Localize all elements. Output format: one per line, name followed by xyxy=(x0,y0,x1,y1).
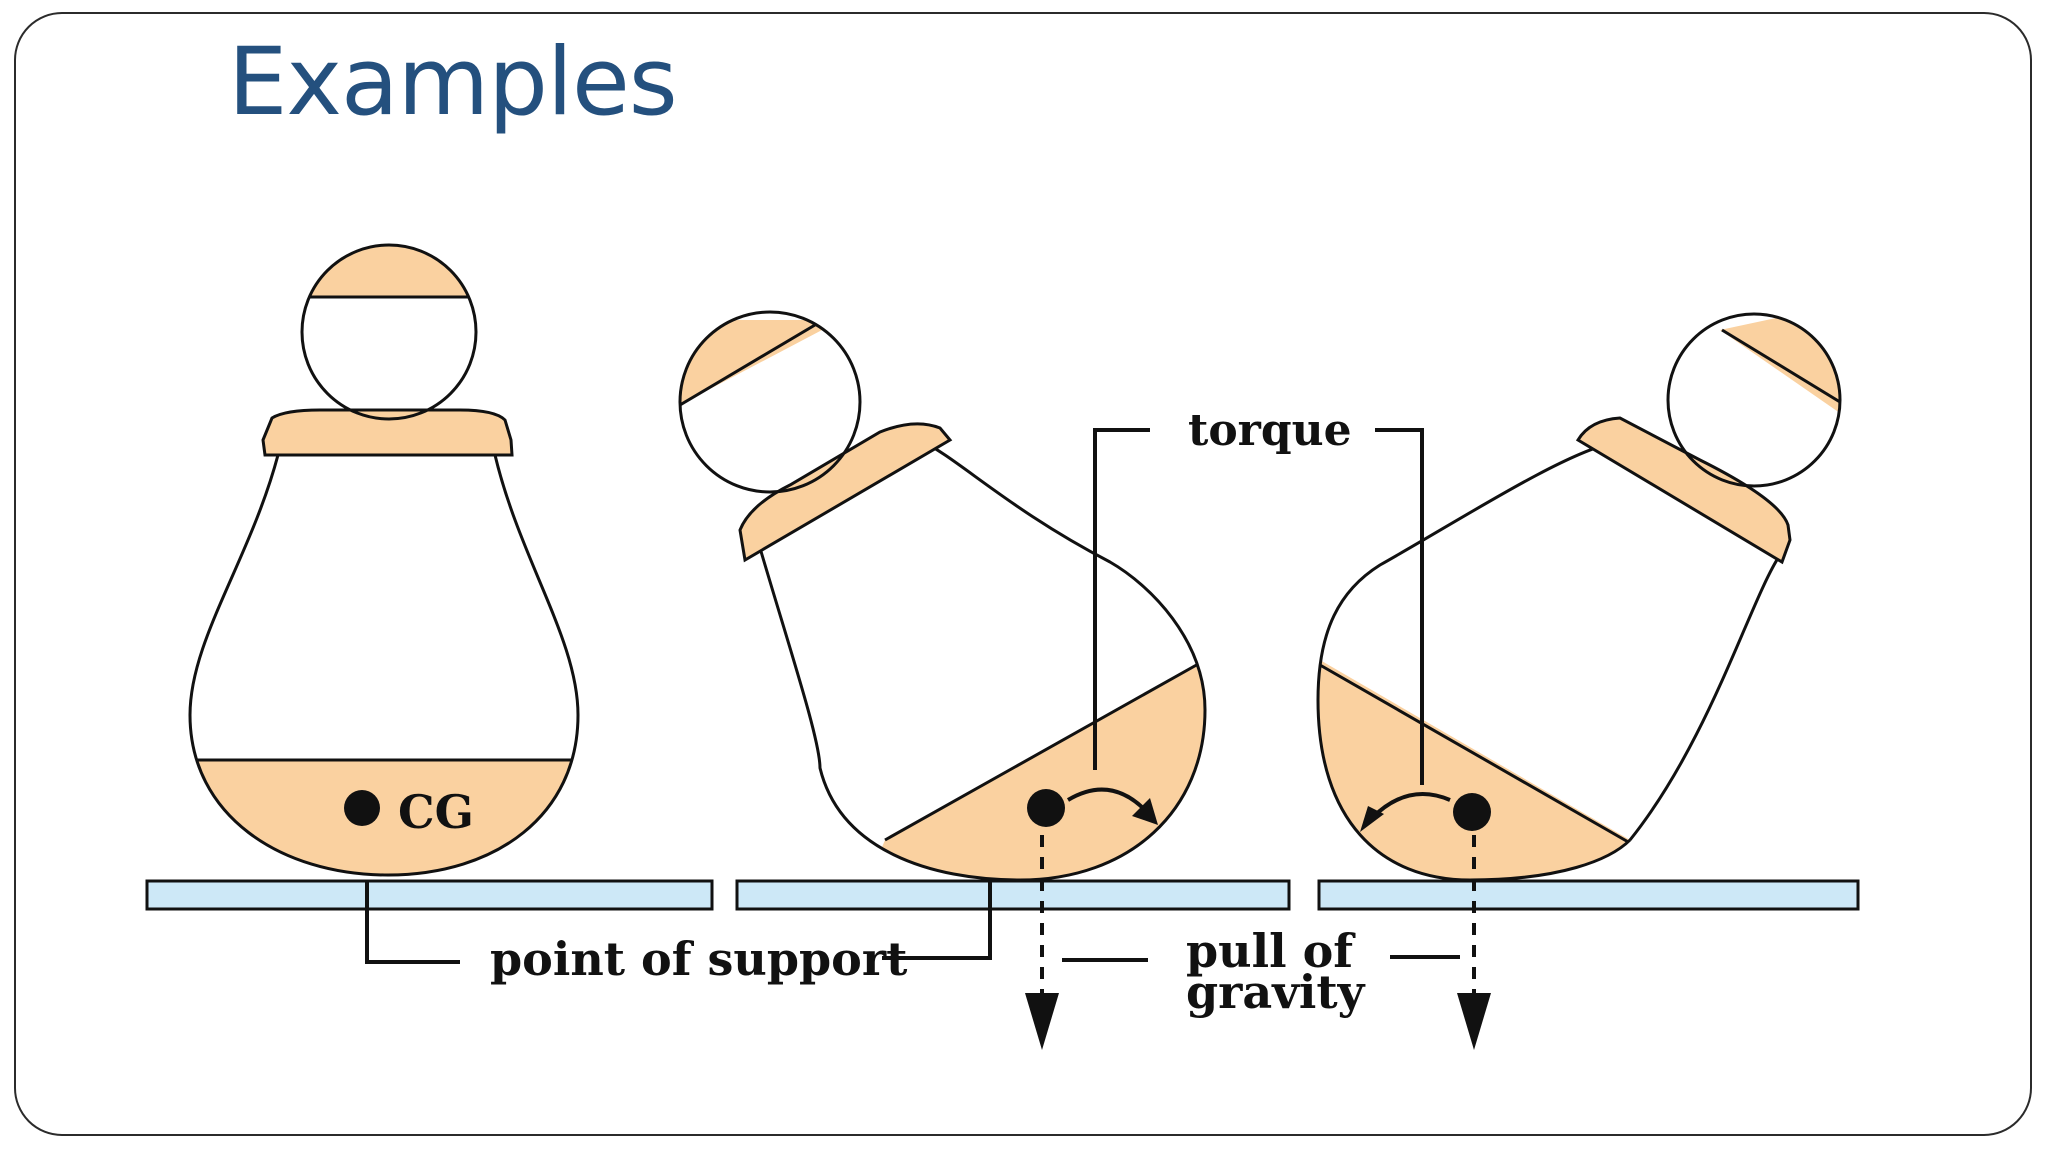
cg-dot-tilted-right xyxy=(1027,789,1065,827)
torque-arrow-clockwise xyxy=(1066,787,1147,812)
gravity-arrow-right-head xyxy=(1457,993,1491,1050)
ground-bar-left xyxy=(145,879,714,911)
tilted-left-figure xyxy=(1316,312,1842,882)
upright-figure xyxy=(188,243,580,877)
slide-frame xyxy=(14,12,2032,1136)
support-leader-right xyxy=(882,881,992,960)
torque-leader-right xyxy=(1375,428,1424,785)
pull-of-gravity-label-line2: gravity xyxy=(1186,965,1366,1019)
pull-of-gravity-label-line1: pull of xyxy=(1186,924,1356,978)
upright-head xyxy=(300,243,478,421)
tilted-right-head xyxy=(678,310,862,494)
ground-bar-right xyxy=(1317,879,1860,911)
torque-leader-left xyxy=(1093,428,1150,770)
gravity-arrow-middle-head xyxy=(1025,993,1059,1050)
upright-collar xyxy=(261,408,514,457)
tilted-right-figure xyxy=(678,310,1207,882)
point-of-support-label: point of support xyxy=(490,932,908,986)
torque-arrow-counterclockwise xyxy=(1370,792,1451,820)
slide-title: Examples xyxy=(228,28,678,137)
cg-dot xyxy=(344,790,380,826)
cg-label: CG xyxy=(398,785,474,839)
tilted-right-collar xyxy=(738,422,953,563)
cg-dot-tilted-left xyxy=(1453,793,1491,831)
support-leader-left xyxy=(365,881,460,964)
tilted-left-collar xyxy=(1575,416,1792,565)
torque-label: torque xyxy=(1188,405,1352,456)
tilted-left-head xyxy=(1666,312,1842,488)
ground-bar-middle xyxy=(735,879,1291,911)
